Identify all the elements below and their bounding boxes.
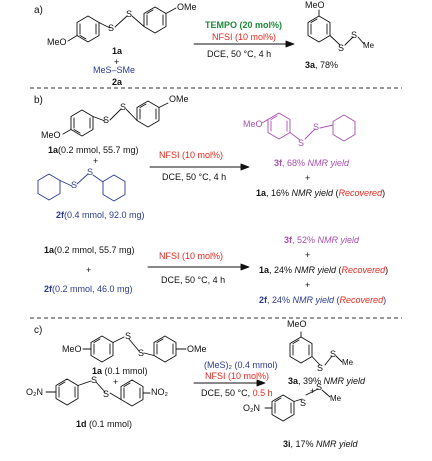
plus-sign: + xyxy=(93,156,99,166)
nfsi-reagent: NFSI (10 mol%) xyxy=(159,251,224,261)
meo-label: MeO xyxy=(47,37,67,47)
reactant-2f-amount: 2f(0.2 mmol, 46.0 mg) xyxy=(44,284,133,294)
plus-sign: + xyxy=(310,386,316,396)
methyl-label: Me xyxy=(363,41,375,50)
meo-label: MeO xyxy=(62,344,82,354)
compound-1a-label: 1a xyxy=(112,46,123,56)
product-3a-yield: 3a, 39% NMR yield xyxy=(288,376,366,386)
sulfur-label: S xyxy=(71,180,78,190)
nitro-label: NO₂ xyxy=(151,387,168,397)
meo-label: MeO xyxy=(305,0,325,10)
meo-label: MeO xyxy=(243,119,263,129)
product-1a-recovered: 1a, 24% NMR yield (Recovered) xyxy=(259,265,389,275)
arrow-b2 xyxy=(147,263,250,271)
sulfur-label: S xyxy=(91,375,98,385)
meo-label: MeO xyxy=(41,130,61,140)
conditions: DCE, 50 °C, 4 h xyxy=(207,49,272,59)
panel-b-label: b) xyxy=(34,95,43,106)
reactant-1a-amount: 1a (0.1 mmol) xyxy=(92,366,148,376)
reactant-1a-amount: 1a(0.2 mmol, 55.7 mg) xyxy=(44,245,135,255)
product-2f-recovered: 2f, 24% NMR yield (Recovered) xyxy=(259,295,387,305)
ring-c-1a-right xyxy=(143,335,187,363)
ome-label: OMe xyxy=(169,94,189,104)
conditions: DCE, 50 °C, 4 h xyxy=(161,275,226,285)
arrow-b1 xyxy=(149,163,250,171)
sulfur-label: S xyxy=(108,23,115,33)
sulfur-label: S xyxy=(316,382,323,392)
ss-bond xyxy=(114,15,128,28)
ome-label: OMe xyxy=(177,2,197,12)
ome-label: OMe xyxy=(187,344,207,354)
sulfur-label: S xyxy=(313,122,320,132)
conditions: DCE, 50 °C, 4 h xyxy=(162,172,227,182)
reactant-1d-amount: 1d (0.1 mmol) xyxy=(76,419,133,429)
panel-c-label: c) xyxy=(34,325,43,336)
ring-c-1d-right xyxy=(109,379,151,407)
sulfur-label: S xyxy=(103,389,110,399)
ring-c-1d-left xyxy=(45,378,92,406)
plus-sign: + xyxy=(305,173,311,183)
nfsi-reagent: NFSI (10 mol%) xyxy=(205,371,270,381)
nitro-label: O₂N xyxy=(26,387,43,397)
meo-label: MeO xyxy=(287,319,307,329)
nfsi-reagent: NFSI (10 mol%) xyxy=(159,150,224,160)
plus-sign: + xyxy=(86,265,92,275)
reactant-1a-amount: 1a(0.2 mmol, 55.7 mg) xyxy=(48,145,139,155)
ring-b-2f xyxy=(37,173,126,202)
product-1a-recovered: 1a, 16% NMR yield (Recovered) xyxy=(256,188,386,198)
ring-c-3i xyxy=(264,388,331,422)
mes2-reagent: (MeS)₂ (0.4 mmol) xyxy=(204,360,278,370)
nitro-label: O₂N xyxy=(243,403,260,413)
plus-sign: + xyxy=(114,57,120,67)
plus-sign: + xyxy=(305,250,311,260)
methyl-label: Me xyxy=(342,358,354,367)
arrow-c xyxy=(193,379,266,387)
product-3f-yield: 3f, 68% NMR yield xyxy=(274,158,350,168)
ring-c-3a xyxy=(289,331,343,366)
plus-sign: + xyxy=(305,280,311,290)
compound-2a-label: 2a xyxy=(112,77,123,87)
sulfur-label: S xyxy=(126,9,133,19)
sulfur-label: S xyxy=(338,43,345,53)
sulfur-label: S xyxy=(120,102,127,112)
tempo-reagent: TEMPO (20 mol%) xyxy=(205,20,283,30)
ring-3a-product xyxy=(307,9,365,46)
product-3i-yield: 3i, 17% NMR yield xyxy=(283,439,358,449)
reactant-2f-amount: 2f(0.4 mmol, 92.0 mg) xyxy=(56,210,145,220)
ring-b-3f xyxy=(261,112,356,142)
ring-b-1a-right xyxy=(125,100,169,128)
ring-1a-right xyxy=(131,6,177,34)
sulfur-label: S xyxy=(87,167,94,177)
ring-1a-left xyxy=(67,15,111,43)
sulfur-label: S xyxy=(138,348,145,358)
sulfur-label: S xyxy=(351,30,358,40)
ring-b-1a-left xyxy=(62,109,106,137)
product-3f-yield: 3f, 52% NMR yield xyxy=(284,235,360,245)
sulfur-label: S xyxy=(103,115,110,125)
nfsi-reagent: NFSI (10 mol%) xyxy=(212,32,277,42)
sulfur-label: S xyxy=(125,331,132,341)
sulfur-label: S xyxy=(330,349,337,359)
plus-sign: + xyxy=(113,377,119,387)
conditions: DCE, 50 °C, 0.5 h xyxy=(201,388,273,398)
panel-a-label: a) xyxy=(34,5,43,16)
ring-c-1a-left xyxy=(82,335,125,363)
sulfur-label: S xyxy=(300,398,307,408)
arrow-a xyxy=(193,40,295,48)
sulfur-label: S xyxy=(298,138,305,148)
product-3a-yield: 3a, 78% xyxy=(305,60,339,70)
sulfur-label: S xyxy=(317,363,324,373)
mesme-label: MeS–SMe xyxy=(93,65,136,75)
methyl-label: Me xyxy=(330,394,342,403)
